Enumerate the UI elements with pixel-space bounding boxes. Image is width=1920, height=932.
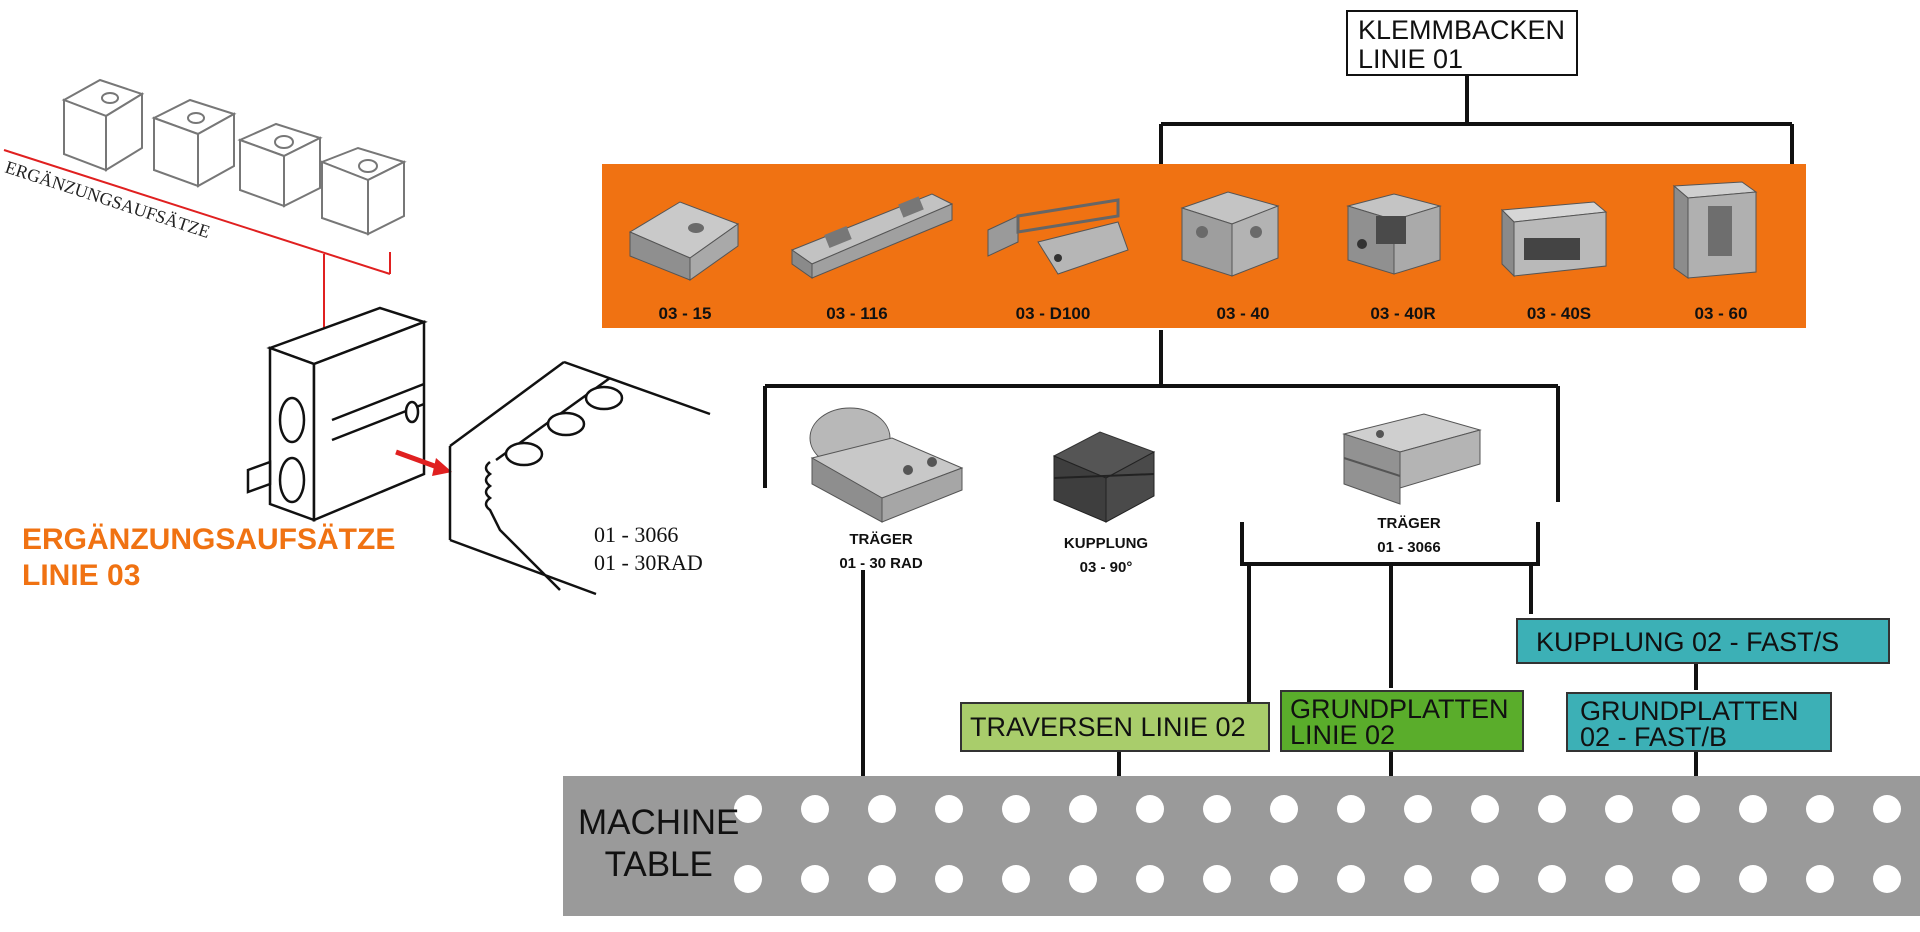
- traeger-30rad-caption: TRÄGER 01 - 30 RAD: [816, 528, 946, 576]
- machine-table-label: MACHINE TABLE: [578, 802, 739, 886]
- table-label-line1: MACHINE: [578, 803, 740, 842]
- traeger-30rad-icon: [809, 407, 964, 523]
- caption-line1: KUPPLUNG: [1063, 535, 1149, 552]
- product-label: 03 - 40: [1216, 304, 1270, 323]
- table-label-line2: TABLE: [604, 845, 713, 884]
- product-03-40r[interactable]: 03 - 40R: [1328, 172, 1478, 323]
- ergaenzung-linie03-title: ERGÄNZUNGSAUFSÄTZE LINIE 03: [22, 522, 395, 594]
- grundplatten-linie-02-tag[interactable]: GRUNDPLATTEN LINIE 02: [1280, 690, 1524, 752]
- jaw-block-icon: [628, 201, 740, 281]
- block-jaw-r-icon: [1346, 193, 1442, 275]
- machine-table: [563, 776, 1920, 916]
- product-label: 03 - D100: [1015, 304, 1091, 323]
- product-label: 03 - 40R: [1370, 304, 1436, 323]
- part-label-3066: 01 - 3066: [594, 522, 678, 547]
- kupplung-fast-s-tag[interactable]: KUPPLUNG 02 - FAST/S: [1516, 618, 1890, 664]
- tag-line1: GRUNDPLATTEN: [1580, 696, 1799, 726]
- product-03-60[interactable]: 03 - 60: [1646, 172, 1796, 323]
- grundplatten-fast-b-tag[interactable]: GRUNDPLATTEN 02 - FAST/B: [1566, 692, 1832, 752]
- attachment-block-icon: [319, 146, 407, 236]
- part-label-30rad: 01 - 30RAD: [594, 550, 703, 575]
- product-label: 03 - 60: [1694, 304, 1748, 323]
- frame-jaw-icon: [987, 198, 1129, 275]
- product-03-40s[interactable]: 03 - 40S: [1484, 172, 1634, 323]
- block-jaw-icon: [1180, 191, 1280, 277]
- attachment-block-icon: [237, 122, 323, 208]
- title-line1: KLEMMBACKEN: [1358, 15, 1566, 45]
- ergaenzung-sketch: ERGÄNZUNGSAUFSÄTZE 01 - 3066 01 - 30RAD: [3, 78, 711, 596]
- table-holes: [734, 795, 1901, 893]
- product-03-40[interactable]: 03 - 40: [1168, 172, 1318, 323]
- title-line2: LINIE 01: [1358, 44, 1464, 74]
- caption-line1: TRÄGER: [1377, 515, 1441, 532]
- tall-jaw-icon: [1672, 181, 1758, 279]
- caption-line1: TRÄGER: [849, 531, 913, 548]
- caption-line2: 03 - 90°: [1079, 559, 1133, 576]
- orange-title-line1: ERGÄNZUNGSAUFSÄTZE: [22, 523, 396, 556]
- traeger-3066-caption: TRÄGER 01 - 3066: [1344, 512, 1474, 560]
- caption-line2: 01 - 3066: [1377, 539, 1441, 556]
- product-03-15[interactable]: 03 - 15: [610, 172, 760, 323]
- product-label: 03 - 40S: [1526, 304, 1592, 323]
- tag-line2: 02 - FAST/B: [1580, 722, 1728, 752]
- attachment-block-icon: [151, 98, 237, 188]
- orange-title-line2: LINIE 03: [22, 559, 141, 592]
- product-03-d100[interactable]: 03 - D100: [978, 172, 1129, 323]
- product-03-116[interactable]: 03 - 116: [782, 172, 954, 323]
- product-label: 03 - 116: [826, 304, 888, 323]
- kupplung-90-caption: KUPPLUNG 03 - 90°: [1044, 532, 1168, 580]
- product-label: 03 - 15: [658, 304, 712, 323]
- caption-line2: 01 - 30 RAD: [839, 555, 923, 572]
- tag-line2: LINIE 02: [1290, 720, 1396, 750]
- kupplung-90-icon: [1052, 431, 1156, 523]
- vise-icon: [790, 193, 954, 279]
- klemmbacken-title-box: KLEMMBACKEN LINIE 01: [1346, 10, 1578, 76]
- attachment-block-icon: [61, 78, 145, 172]
- traversen-linie-02-tag[interactable]: TRAVERSEN LINIE 02: [960, 702, 1270, 752]
- block-jaw-s-icon: [1500, 201, 1608, 278]
- traeger-3066-icon: [1342, 413, 1482, 505]
- tag-line1: GRUNDPLATTEN: [1290, 694, 1509, 724]
